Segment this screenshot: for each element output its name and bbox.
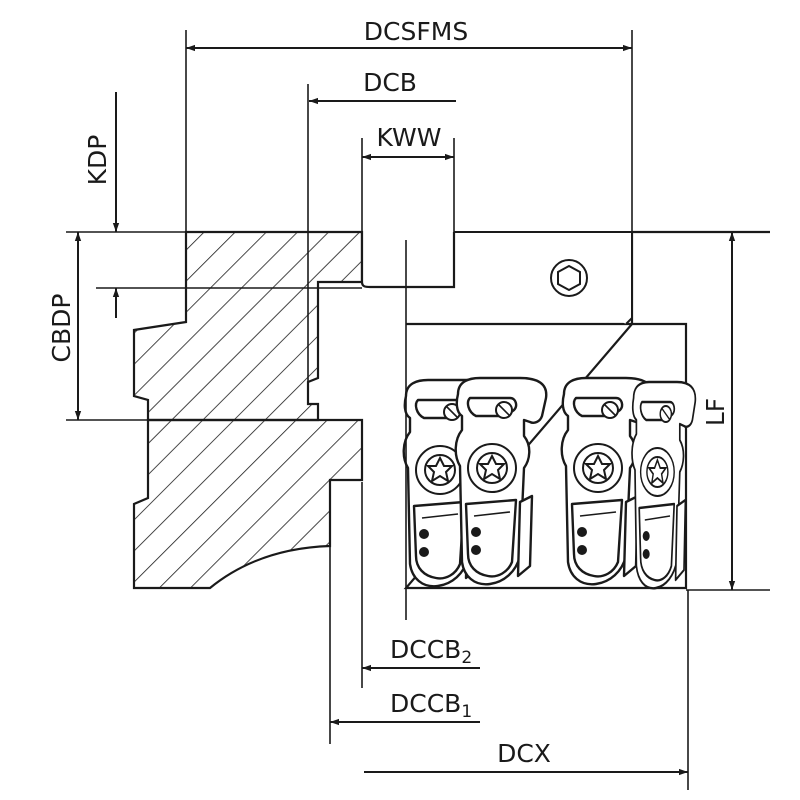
dimension-lines — [74, 44, 736, 776]
cutter-body — [402, 230, 770, 590]
extension-lines — [66, 30, 770, 790]
kdp-label: KDP — [83, 135, 112, 186]
kww-label: KWW — [377, 123, 442, 152]
dimension-labels: DCSFMS DCB KWW KDP CBDP LF DCCB2 DCCB1 D… — [47, 17, 730, 768]
hatched-section — [132, 230, 632, 590]
cbdp-label: CBDP — [47, 294, 76, 363]
dccb1-label: DCCB1 — [390, 689, 472, 722]
hex-screw-icon — [550, 259, 588, 297]
lf-label: LF — [701, 398, 730, 426]
dccb2-label: DCCB2 — [390, 635, 472, 668]
keyway — [360, 232, 456, 289]
dcsfms-label: DCSFMS — [364, 17, 468, 46]
dcx-label: DCX — [497, 739, 551, 768]
dcb-label: DCB — [363, 68, 417, 97]
